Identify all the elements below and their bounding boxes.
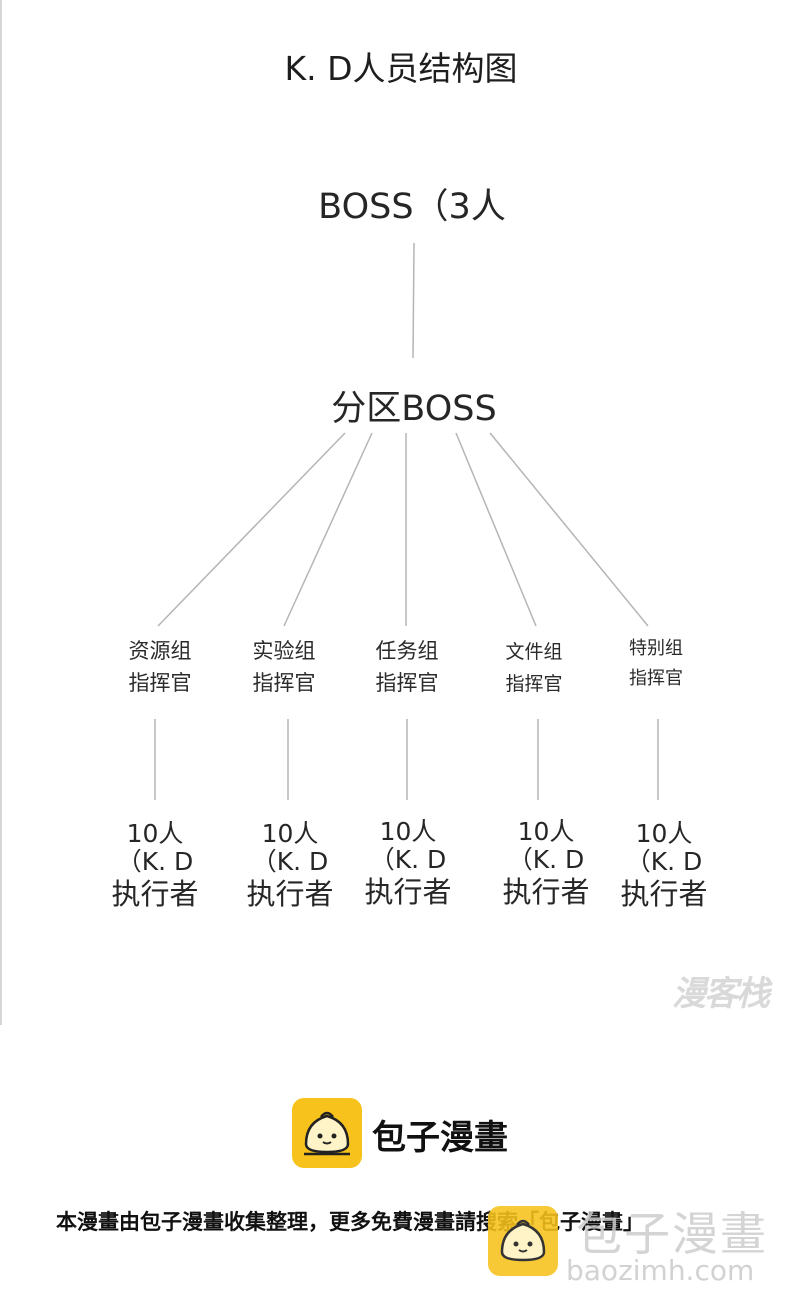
group-name: 文件组 — [505, 641, 563, 663]
exec-node-4: 10人 （K. D 执行者 — [502, 818, 589, 910]
exec-count: 10人 — [126, 819, 184, 848]
group-role: 指挥官 — [252, 671, 316, 695]
exec-org: （K. D — [625, 847, 703, 876]
watermark-url: baozimh.com — [566, 1254, 755, 1287]
group-node-special: 特别组 指挥官 — [629, 634, 683, 694]
brand-name: 包子漫畫 — [372, 1118, 508, 1158]
exec-org: （K. D — [116, 847, 194, 876]
exec-count: 10人 — [261, 819, 319, 848]
group-role: 指挥官 — [629, 668, 683, 689]
watermark-text: 包子漫畫 — [576, 1207, 768, 1261]
group-node-resource: 资源组 指挥官 — [129, 635, 192, 699]
exec-role: 执行者 — [620, 877, 708, 911]
exec-node-3: 10人 （K. D 执行者 — [364, 818, 451, 910]
group-node-experiment: 实验组 指挥官 — [253, 635, 316, 699]
exec-count: 10人 — [635, 819, 693, 848]
exec-role: 执行者 — [111, 877, 199, 911]
group-role: 指挥官 — [375, 671, 439, 695]
exec-node-1: 10人 （K. D 执行者 — [111, 820, 198, 912]
baozi-logo-icon — [292, 1098, 362, 1168]
line-boss-to-subboss — [412, 242, 415, 359]
exec-role: 执行者 — [246, 877, 334, 911]
exec-count: 10人 — [379, 817, 437, 846]
group-name: 实验组 — [252, 639, 316, 663]
exec-node-5: 10人 （K. D 执行者 — [620, 820, 707, 912]
baozi-watermark-logo-icon — [488, 1206, 558, 1276]
group-name: 资源组 — [128, 639, 192, 663]
group-role: 指挥官 — [505, 673, 563, 695]
exec-org: （K. D — [507, 845, 585, 874]
exec-org: （K. D — [369, 845, 447, 874]
sub-boss-node: 分区BOSS — [331, 389, 497, 429]
line-subboss-to-group-5 — [489, 432, 649, 627]
exec-org: （K. D — [251, 847, 329, 876]
exec-role: 执行者 — [364, 875, 452, 909]
exec-count: 10人 — [517, 817, 575, 846]
group-name: 特别组 — [629, 638, 683, 659]
diagram-title: K. D人员结构图 — [284, 49, 518, 88]
line-subboss-to-group-1 — [157, 432, 346, 627]
group-name: 任务组 — [375, 639, 439, 663]
line-subboss-to-group-4 — [455, 432, 537, 627]
group-role: 指挥官 — [128, 671, 192, 695]
left-border-rule — [0, 0, 2, 1025]
watermark-mankezhan: 漫客栈 — [672, 974, 770, 1014]
exec-node-2: 10人 （K. D 执行者 — [246, 820, 333, 912]
group-node-mission: 任务组 指挥官 — [376, 635, 439, 699]
group-node-file: 文件组 指挥官 — [505, 636, 562, 700]
exec-role: 执行者 — [502, 875, 590, 909]
line-subboss-to-group-2 — [283, 432, 373, 627]
boss-node: BOSS（3人 — [318, 187, 506, 227]
